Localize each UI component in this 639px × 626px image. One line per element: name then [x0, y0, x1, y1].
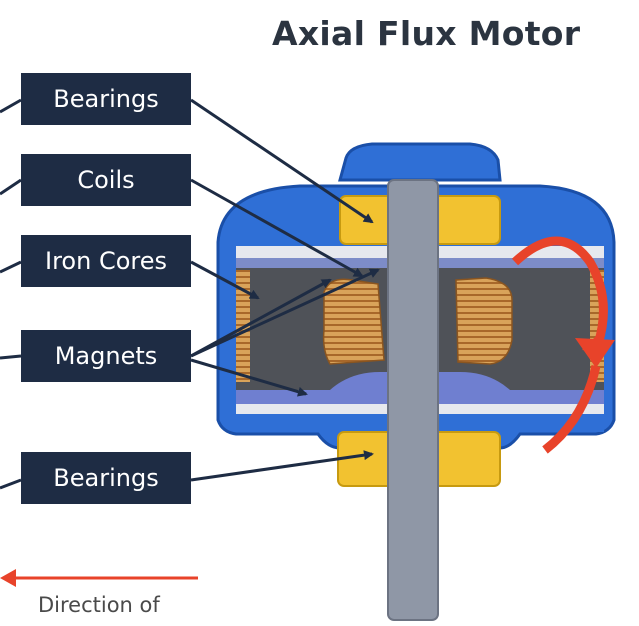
- pointer-arrows: [190, 98, 380, 482]
- page-title: Axial Flux Motor: [272, 14, 581, 53]
- direction-label: Direction of: [38, 593, 160, 617]
- rotation-arrow: [511, 236, 615, 454]
- label-coils: Coils: [21, 154, 191, 206]
- arrow-magnets-down: [190, 358, 308, 397]
- arrow-iron-cores: [190, 260, 260, 300]
- label-bearings-top: Bearings: [21, 73, 191, 125]
- arrow-bearings-top: [190, 98, 374, 224]
- arrow-bearings-bottom: [190, 450, 374, 482]
- arrow-magnets-up-left: [190, 278, 332, 358]
- label-iron-cores: Iron Cores: [21, 235, 191, 287]
- direction-arrow: [0, 569, 198, 587]
- label-magnets: Magnets: [21, 330, 191, 382]
- coil-right: [455, 277, 513, 365]
- left-leader-lines: [0, 98, 22, 490]
- label-bearings-bottom: Bearings: [21, 452, 191, 504]
- arrow-magnets-up-right: [190, 268, 380, 358]
- arrow-coils: [190, 178, 364, 278]
- shaft: [387, 179, 439, 621]
